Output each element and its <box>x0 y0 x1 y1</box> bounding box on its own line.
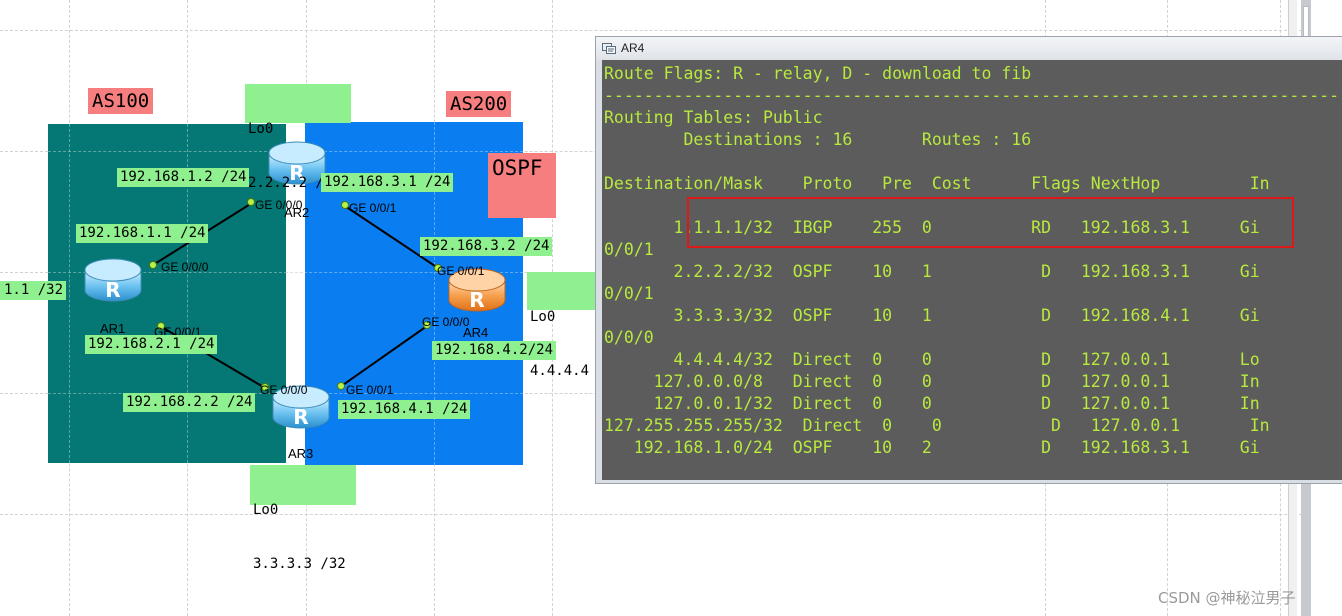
window-title: AR4 <box>621 41 645 55</box>
svg-text:R: R <box>469 288 484 312</box>
routing-table-row: 127.0.0.0/8 Direct 0 0 D 127.0.0.1 In <box>604 372 1260 391</box>
ibgp-route-highlight <box>687 197 1294 248</box>
port-dot[interactable] <box>341 201 349 209</box>
port-dot[interactable] <box>157 322 165 330</box>
interface-ip-label[interactable]: 192.168.3.1 /24 <box>321 173 454 192</box>
routing-table-row: 0/0/1 <box>604 284 654 303</box>
port-label: GE 0/0/0 <box>422 315 470 329</box>
port-dot[interactable] <box>149 261 157 269</box>
ar1-loopback-label[interactable]: 1.1 /32 <box>0 281 67 300</box>
port-label: GE 0/0/0 <box>161 260 209 274</box>
ar2-loopback-label[interactable]: Lo0 2.2.2.2 /32 <box>245 84 351 191</box>
terminal-window-icon <box>602 43 616 54</box>
interface-ip-label[interactable]: 192.168.4.2/24 <box>432 341 557 360</box>
port-dot[interactable] <box>261 383 269 391</box>
router-icon: R <box>448 268 506 312</box>
router-name-ar2: AR2 <box>284 205 310 220</box>
routing-table-header: Destination/Mask Proto Pre Cost Flags Ne… <box>604 174 1270 193</box>
routing-table-name: Routing Tables: Public <box>604 108 823 127</box>
router-name-ar4: AR4 <box>463 325 489 340</box>
interface-ip-label[interactable]: 192.168.3.2 /24 <box>420 237 553 256</box>
port-label: GE 0/0/1 <box>346 383 394 397</box>
port-dot[interactable] <box>423 321 431 329</box>
terminal-output[interactable]: Route Flags: R - relay, D - download to … <box>602 60 1342 480</box>
svg-text:R: R <box>293 405 308 429</box>
router-name-ar1: AR1 <box>100 321 126 336</box>
port-dot[interactable] <box>247 198 255 206</box>
port-dot[interactable] <box>337 382 345 390</box>
routing-table-row: 192.168.1.0/24 OSPF 10 2 D 192.168.3.1 G… <box>604 438 1260 457</box>
router-ar4[interactable]: R <box>448 268 506 312</box>
interface-ip-label[interactable]: 192.168.2.1 /24 <box>85 335 218 354</box>
as200-label[interactable]: AS200 <box>446 91 512 117</box>
routing-table-row: 1.1.1.1/32 IBGP 255 0 RD 192.168.3.1 Gi <box>604 218 1260 237</box>
link-ar2-ar4 <box>344 205 439 269</box>
interface-ip-label[interactable]: 192.168.2.2 /24 <box>123 393 256 412</box>
window-titlebar[interactable]: AR4 <box>596 37 1342 60</box>
router-icon: R <box>272 385 330 429</box>
interface-ip-label[interactable]: 192.168.4.1 /24 <box>338 400 471 419</box>
link-ar3-ar4 <box>339 325 428 388</box>
routing-table-row: 2.2.2.2/32 OSPF 10 1 D 192.168.3.1 Gi <box>604 262 1260 281</box>
ospf-label: OSPF <box>492 156 543 180</box>
routing-table-counts: Destinations : 16 Routes : 16 <box>604 130 1032 149</box>
watermark: CSDN @神秘泣男子 <box>1158 589 1296 607</box>
grid-line <box>69 124 70 463</box>
svg-text:R: R <box>289 161 304 185</box>
port-label: GE 0/0/0 <box>260 383 308 397</box>
ar3-loopback-label[interactable]: Lo0 3.3.3.3 /32 <box>250 465 356 572</box>
routing-table-row: 0/0/1 <box>604 240 654 259</box>
loopback-title: Lo0 <box>530 309 556 325</box>
routing-table-row: 0/0/0 <box>604 328 654 347</box>
grid-line <box>0 514 1342 515</box>
loopback-title: Lo0 <box>253 502 279 518</box>
port-label: GE 0/0/1 <box>437 264 485 278</box>
port-label: GE 0/0/0 <box>255 198 303 212</box>
ospf-box[interactable] <box>488 153 556 218</box>
loopback-title: Lo0 <box>248 121 274 137</box>
svg-text:R: R <box>105 278 120 302</box>
routing-table-row: 3.3.3.3/32 OSPF 10 1 D 192.168.4.1 Gi <box>604 306 1260 325</box>
interface-ip-label[interactable]: 192.168.1.1 /24 <box>76 224 209 243</box>
grid-line <box>187 124 188 463</box>
router-ar1[interactable]: R <box>84 258 142 302</box>
router-icon: R <box>84 258 142 302</box>
interface-ip-label[interactable]: 192.168.1.2 /24 <box>117 168 250 187</box>
router-ar2[interactable]: R <box>268 141 326 185</box>
router-ar3[interactable]: R <box>272 385 330 429</box>
routing-table-row: 4.4.4.4/32 Direct 0 0 D 127.0.0.1 Lo <box>604 350 1260 369</box>
router-icon: R <box>268 141 326 185</box>
grid-line <box>0 30 1342 31</box>
loopback-ip: 3.3.3.3 /32 <box>253 556 346 572</box>
route-flags-line: Route Flags: R - relay, D - download to … <box>604 64 1032 83</box>
router-name-ar3: AR3 <box>288 446 314 461</box>
routing-table-row: 127.255.255.255/32 Direct 0 0 D 127.0.0.… <box>604 416 1270 435</box>
ar4-cli-window[interactable]: AR4 Route Flags: R - relay, D - download… <box>595 36 1342 484</box>
grid-line <box>48 272 523 273</box>
as100-label[interactable]: AS100 <box>88 88 154 114</box>
port-label: GE 0/0/1 <box>349 201 397 215</box>
port-dot[interactable] <box>434 264 442 272</box>
routing-table-row: 127.0.0.1/32 Direct 0 0 D 127.0.0.1 In <box>604 394 1260 413</box>
grid-line <box>434 122 435 465</box>
separator-line: ----------------------------------------… <box>604 86 1342 105</box>
